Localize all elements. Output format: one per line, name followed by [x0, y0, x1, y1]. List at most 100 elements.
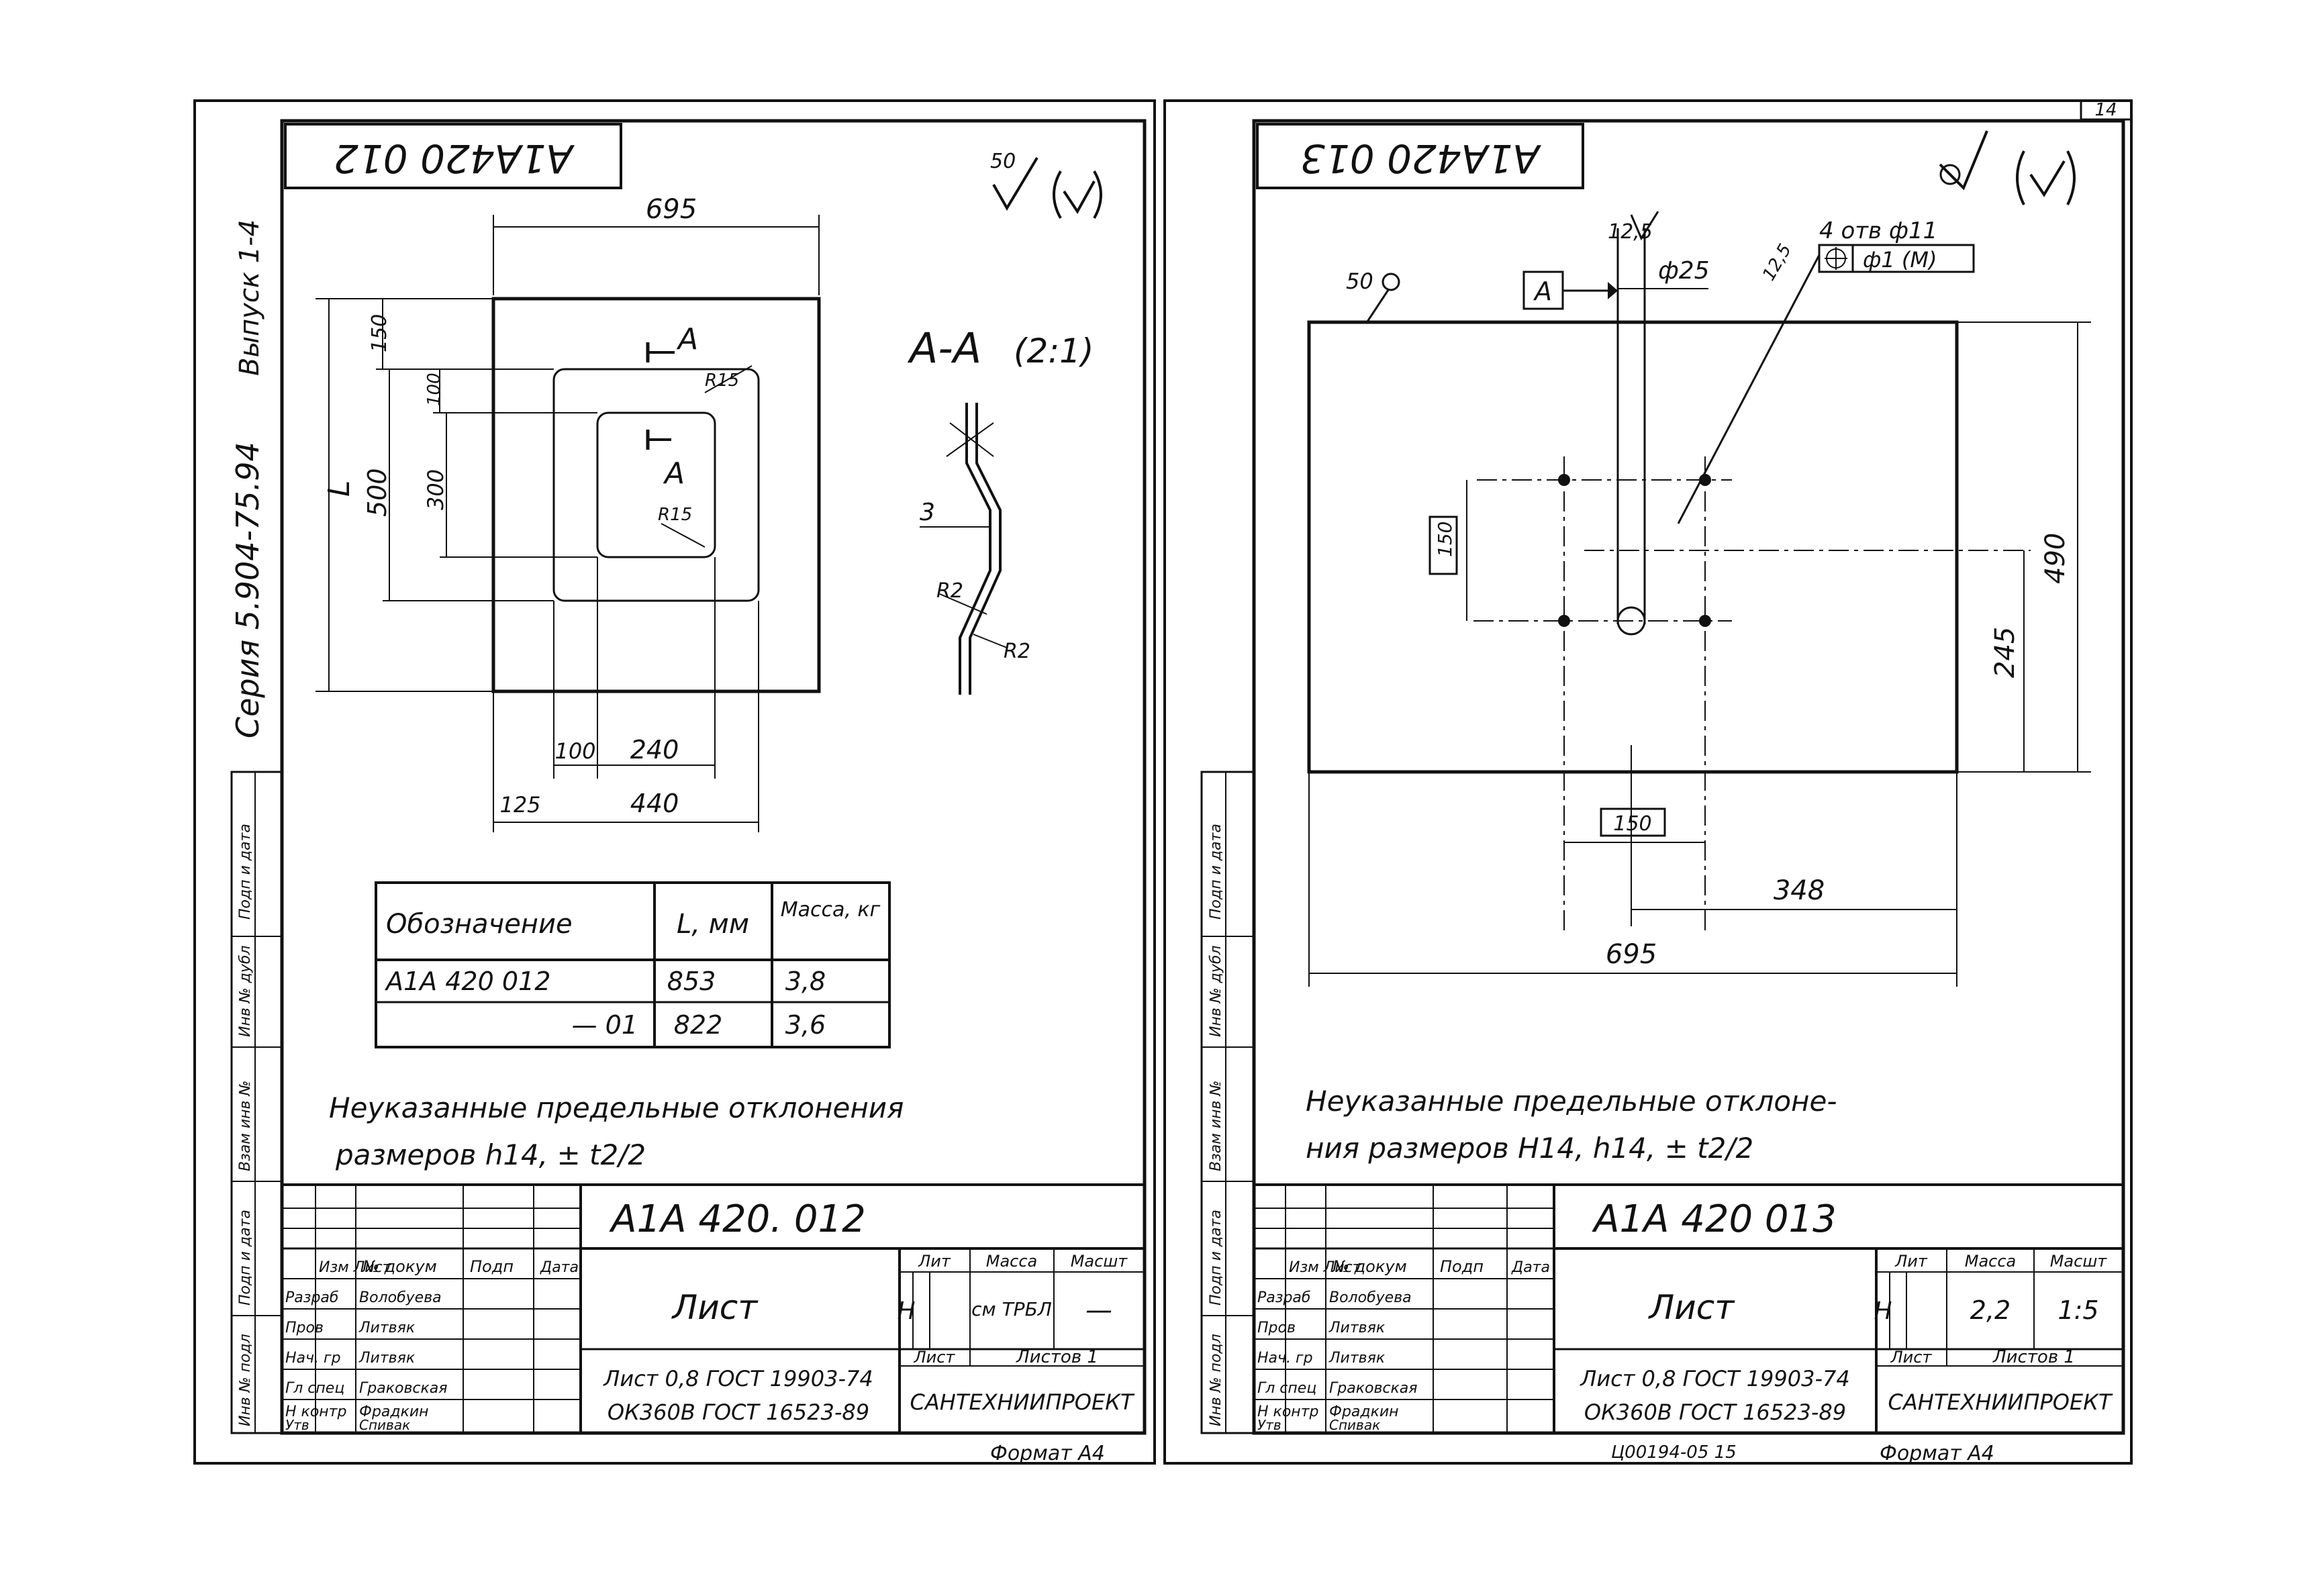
table-header-designation: Обозначение — [386, 909, 573, 940]
svg-text:Подп и дата: Подп и дата — [1208, 824, 1224, 920]
dim-125-440: 125 440 — [493, 601, 759, 832]
svg-text:150: 150 — [1434, 522, 1456, 557]
table-header-mass: Масса, кг — [781, 898, 881, 922]
table-row-1-length: 853 — [667, 967, 716, 996]
svg-text:Н: Н — [1874, 1297, 1892, 1325]
right-note-line-1: Неуказанные предельные отклоне- — [1306, 1085, 1837, 1118]
svg-text:Нач. гр: Нач. гр — [1257, 1350, 1313, 1367]
svg-text:Н: Н — [897, 1297, 915, 1325]
table-header-length: L, мм — [677, 909, 749, 940]
svg-text:245: 245 — [1990, 627, 2021, 678]
left-doc-number: А1А 420. 012 — [609, 1197, 865, 1241]
svg-text:Граковская: Граковская — [1329, 1380, 1418, 1397]
designation-table: Обозначение L, мм Масса, кг А1А 420 012 … — [375, 881, 891, 1048]
svg-text:Фрадкин: Фрадкин — [1329, 1404, 1399, 1420]
svg-text:Взам инв №: Взам инв № — [237, 1081, 254, 1171]
svg-text:50: 50 — [990, 150, 1016, 173]
svg-text:240: 240 — [630, 735, 679, 765]
svg-text:100: 100 — [424, 373, 444, 406]
left-note-line-2: размеров h14, ± t2/2 — [335, 1138, 646, 1171]
svg-text:А: А — [676, 322, 698, 356]
issue-label: Выпуск 1-4 — [234, 219, 265, 376]
right-title-block: Изм Лист № докум Подп Дата Разраб Волобу… — [1253, 1183, 2125, 1434]
svg-text:300: 300 — [423, 469, 448, 510]
left-org: САНТЕХНИИПРОЕКТ — [910, 1389, 1135, 1415]
svg-text:см ТРБЛ: см ТРБЛ — [971, 1298, 1052, 1320]
svg-text:490: 490 — [2040, 533, 2071, 584]
svg-text:Инв № дубл: Инв № дубл — [1208, 945, 1224, 1037]
svg-text:Утв: Утв — [285, 1417, 309, 1433]
svg-text:ф25: ф25 — [1658, 257, 1710, 285]
svg-text:348: 348 — [1774, 875, 1825, 906]
section-cut-marks: А А — [646, 322, 698, 491]
svg-text:Масса: Масса — [986, 1252, 1038, 1271]
right-roughness-symbol — [1939, 130, 2076, 205]
svg-text:Масса: Масса — [1965, 1252, 2017, 1271]
svg-text:Пров: Пров — [285, 1320, 324, 1336]
svg-text:Подп: Подп — [1440, 1257, 1484, 1276]
dim-100-240: 100 240 — [553, 557, 716, 779]
right-material-2: ОК360В ГОСТ 16523-89 — [1584, 1399, 1846, 1425]
svg-text:А: А — [1533, 277, 1552, 306]
svg-text:Разраб: Разраб — [285, 1289, 338, 1306]
svg-text:Подп: Подп — [470, 1257, 514, 1276]
right-note-line-2: ния размеров Н14, h14, ± t2/2 — [1306, 1132, 1753, 1165]
right-doc-number: А1А 420 013 — [1592, 1197, 1837, 1241]
svg-text:Литвяк: Литвяк — [358, 1350, 416, 1367]
svg-text:Инв № дубл: Инв № дубл — [237, 945, 254, 1037]
dim-500: 500 — [362, 369, 554, 601]
svg-text:Лист: Лист — [1890, 1348, 1933, 1367]
table-row-2-mass: 3,6 — [785, 1010, 826, 1040]
right-margin-stamp: Подп и дата Инв № дубл Взам инв № Подп и… — [1200, 771, 1255, 1434]
table-row-1-mass: 3,8 — [785, 967, 826, 996]
svg-text:Пров: Пров — [1257, 1320, 1296, 1336]
right-rotated-label-box — [1256, 123, 1584, 189]
svg-text:А: А — [663, 456, 685, 491]
left-radius-label-2: R15 — [658, 505, 692, 525]
svg-text:№ докум: № докум — [361, 1257, 437, 1276]
right-material-1: Лист 0,8 ГОСТ 19903-74 — [1580, 1366, 1849, 1391]
series-label: Серия 5.904-75.94 — [230, 442, 266, 738]
svg-text:Гл спец: Гл спец — [285, 1380, 344, 1397]
svg-text:125: 125 — [499, 792, 540, 818]
svg-text:100: 100 — [554, 738, 595, 764]
svg-text:Разраб: Разраб — [1257, 1289, 1310, 1306]
svg-text:Изм Лист: Изм Лист — [319, 1259, 392, 1276]
svg-text:Лит: Лит — [1894, 1252, 1928, 1271]
svg-text:Волобуева: Волобуева — [1329, 1289, 1412, 1306]
svg-text:Литвяк: Литвяк — [1328, 1320, 1386, 1336]
svg-text:Дата: Дата — [1511, 1259, 1550, 1276]
svg-text:Масшт: Масшт — [2050, 1252, 2108, 1271]
edge-roughness: 50 — [1346, 268, 1400, 324]
dim-L: L — [316, 298, 493, 692]
right-doc-name: Лист — [1648, 1288, 1736, 1327]
svg-text:L: L — [322, 480, 356, 497]
svg-text:Граковская: Граковская — [359, 1380, 448, 1397]
left-doc-name: Лист — [671, 1288, 759, 1327]
left-format: Формат А4 — [990, 1442, 1105, 1465]
svg-text:Подп и дата: Подп и дата — [237, 824, 254, 920]
left-part-outline — [491, 297, 821, 693]
dim-150-vertical: 150 — [1429, 480, 1467, 621]
left-note-line-1: Неуказанные предельные отклонения — [329, 1091, 904, 1124]
dim-100-vertical: 100 — [424, 369, 597, 413]
left-title-block: Изм Лист № докум Подп Дата Разраб Волобу… — [281, 1183, 1146, 1434]
table-row-1-designation: А1А 420 012 — [384, 967, 550, 996]
dim-695-right: 695 — [1308, 772, 1957, 987]
svg-text:150: 150 — [1613, 812, 1651, 836]
svg-text:Литвяк: Литвяк — [358, 1320, 416, 1336]
svg-text:Фрадкин: Фрадкин — [359, 1404, 429, 1420]
svg-text:Листов 1: Листов 1 — [1992, 1347, 2075, 1367]
right-org: САНТЕХНИИПРОЕКТ — [1888, 1389, 2113, 1415]
svg-text:Изм Лист: Изм Лист — [1289, 1259, 1362, 1276]
svg-text:Инв № подл: Инв № подл — [237, 1334, 254, 1426]
svg-text:Спивак: Спивак — [1329, 1417, 1380, 1433]
right-part-outline — [1307, 320, 1959, 774]
svg-text:Спивак: Спивак — [359, 1417, 410, 1433]
page-number: 14 — [2094, 100, 2117, 120]
svg-text:Гл спец: Гл спец — [1257, 1380, 1316, 1397]
left-material-2: ОК360В ГОСТ 16523-89 — [608, 1399, 869, 1425]
dim-245: 245 — [1990, 550, 2025, 772]
